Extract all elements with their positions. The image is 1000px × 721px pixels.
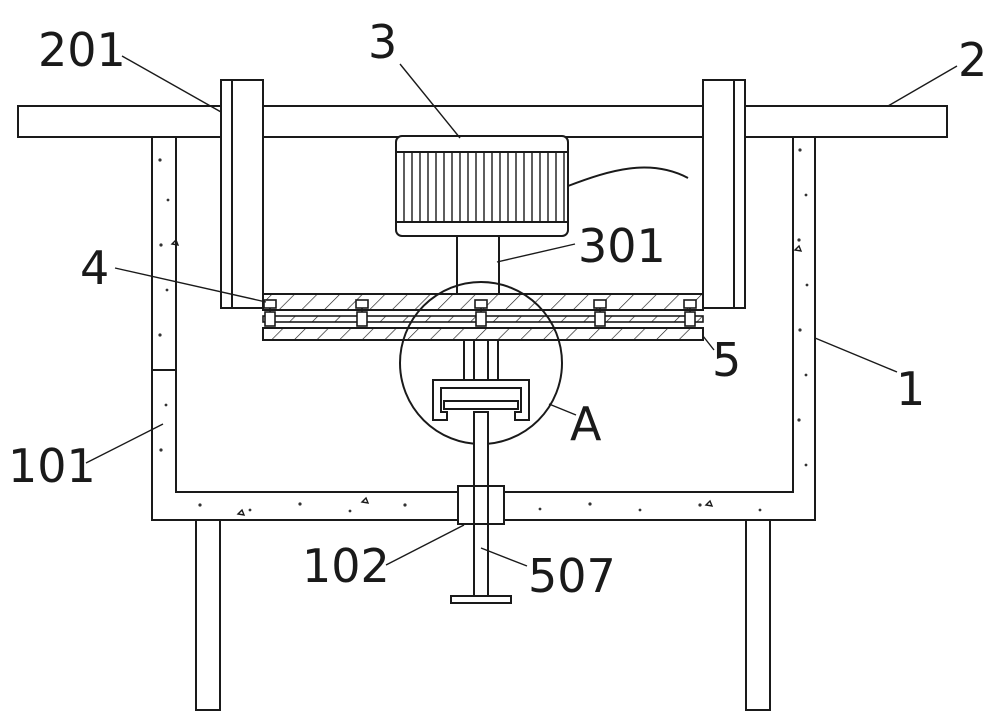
plate-assembly <box>262 293 704 341</box>
right-guide-rail <box>702 79 746 309</box>
label-tank-side-wall: 101 <box>8 439 96 493</box>
label-motor: 3 <box>368 15 397 69</box>
label-motor-shaft: 301 <box>578 219 666 273</box>
leader-3 <box>399 63 461 139</box>
left-guide-rail <box>220 79 264 309</box>
leader-201 <box>121 55 222 113</box>
rod-middle <box>473 411 489 493</box>
leader-301 <box>496 243 576 263</box>
bolt <box>355 299 369 327</box>
leader-5 <box>702 335 715 351</box>
part-labels: 201 3 2 301 4 5 1 A 101 102 507 <box>8 15 987 603</box>
guide-rails <box>220 79 746 309</box>
top-plate <box>17 105 948 138</box>
leader-102 <box>385 524 465 566</box>
leader-a <box>548 403 577 416</box>
label-bottom-sleeve: 102 <box>302 539 390 593</box>
bottom-rod <box>473 523 489 597</box>
label-adjust-assembly: 5 <box>712 333 741 387</box>
leader-507 <box>480 547 528 567</box>
label-guide-rail: 201 <box>38 23 126 77</box>
upper-sleeve <box>463 339 499 381</box>
label-bottom-rod: 507 <box>528 549 616 603</box>
bolts <box>263 299 697 327</box>
motor <box>395 135 689 237</box>
leader-lines <box>85 55 958 567</box>
bracket-bar <box>443 400 519 410</box>
bottom-sleeve <box>457 485 505 525</box>
adjust-rod-assembly <box>432 339 530 604</box>
lower-plate <box>262 327 704 341</box>
support-legs <box>195 519 771 711</box>
leader-2 <box>887 65 958 107</box>
bolt <box>263 299 277 327</box>
bolt <box>683 299 697 327</box>
channel-bracket <box>432 379 530 421</box>
rod-foot <box>450 595 512 604</box>
leader-101 <box>85 423 164 464</box>
left-leg <box>195 519 221 711</box>
motor-cable <box>567 166 689 187</box>
bolt <box>593 299 607 327</box>
leader-4 <box>114 267 267 303</box>
leader-1 <box>814 337 898 373</box>
label-clamp-plate: 4 <box>80 241 109 295</box>
motor-shaft <box>456 235 500 295</box>
motor-fins <box>403 152 565 222</box>
right-leg <box>745 519 771 711</box>
label-detail-view: A <box>570 397 602 451</box>
label-tank: 1 <box>896 362 925 416</box>
bolt <box>474 299 488 327</box>
concrete-specks <box>158 148 809 516</box>
label-top-plate: 2 <box>958 33 987 87</box>
